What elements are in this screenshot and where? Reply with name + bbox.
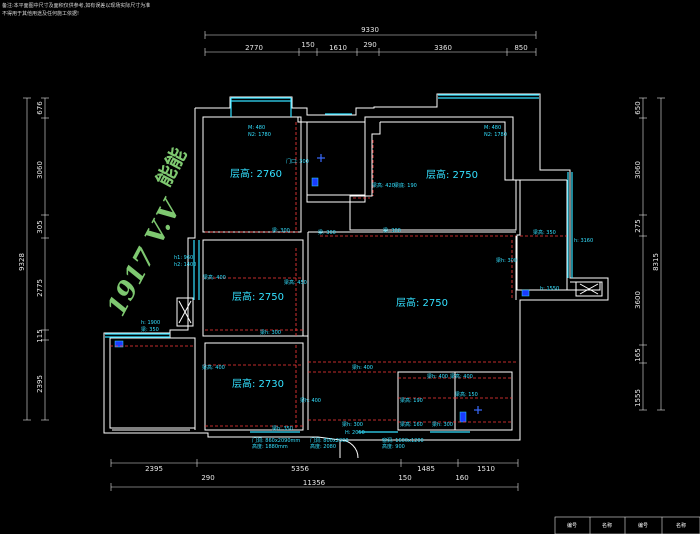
room-label-top-left: 层高: 2760 (230, 167, 282, 180)
right-dim-seg-5: 165 (634, 348, 642, 361)
beam-label: 梁高: 160 (400, 421, 423, 428)
beam-label: 梁底: 190 (394, 182, 417, 189)
right-dim-seg-6: 1555 (634, 389, 642, 407)
beam-label: 梁高: 400 (202, 364, 225, 371)
bottom-dim-seg-3: 1485 (417, 465, 435, 473)
beam-lines (110, 122, 567, 428)
beam-label: 梁h: 300 (496, 257, 517, 264)
left-dim-seg-5: 115 (36, 329, 44, 342)
top-dim-seg-5: 3360 (434, 44, 452, 52)
drawing-note: 备注:本平面图中尺寸及面积仅供参考,如有误差以现场实际尺寸为准 不得用于其他用途… (2, 2, 150, 17)
top-dim-seg-2: 150 (301, 41, 314, 49)
beam-label: M: 480 (484, 125, 501, 131)
beam-label: 梁: 300 (318, 229, 336, 236)
beam-label: h: 3160 (574, 238, 593, 244)
bottom-dim-lower-2: 150 (398, 474, 411, 482)
windows (105, 94, 573, 433)
table-header: 编号 (638, 522, 648, 529)
beam-label: 梁高: 400 (450, 373, 473, 380)
bottom-dim-lower-1: 290 (201, 474, 214, 482)
beam-label: H: 2050 (345, 430, 365, 436)
beam-labels: M: 480 N2: 1780 M: 480 N2: 1780 门口: 300 … (141, 125, 593, 436)
beam-label: h2: 1400 (174, 262, 196, 268)
beam-label: 梁: 300 (383, 227, 401, 234)
right-dim-seg-2: 3060 (634, 161, 642, 179)
table-header: 编号 (567, 522, 577, 529)
right-dim-overall: 8315 (652, 253, 660, 271)
bottom-dim-seg-1: 2395 (145, 465, 163, 473)
bottom-dim-seg-2: 5356 (291, 465, 309, 473)
bottom-dim-overall: 11356 (303, 479, 326, 487)
beam-label: 梁高: 420 (372, 182, 395, 189)
door-note: 门洞: 860x2090mm (252, 437, 300, 444)
left-dim-seg-4: 2775 (36, 279, 44, 297)
beam-label: 梁高: 350 (533, 229, 556, 236)
note-line-1: 备注:本平面图中尺寸及面积仅供参考,如有误差以现场实际尺寸为准 (2, 2, 150, 9)
door-notes: 门洞: 860x2090mm 高度: 1880mm 门洞: 800x2000 高… (252, 437, 424, 450)
beam-label: 梁高: 190 (400, 397, 423, 404)
bottom-dim-lower-3: 160 (455, 474, 468, 482)
beam-label: 梁: 300 (272, 227, 290, 234)
door-note: 窗洞: 1600x1200 (382, 437, 424, 444)
room-label-center: 层高: 2750 (396, 296, 448, 309)
top-dim-seg-1: 2770 (245, 44, 263, 52)
beam-label: 梁高: 150 (455, 391, 478, 398)
right-dimensions (639, 97, 665, 411)
beam-label: 梁: 350 (141, 326, 159, 333)
marker-crosses (317, 154, 482, 414)
door-note: 高度: 900 (382, 443, 405, 450)
beam-label: h1: 960 (174, 255, 193, 261)
top-dim-seg-6: 850 (514, 44, 527, 52)
beam-label: 梁h: 300 (342, 421, 363, 428)
beam-label: h: 1900 (141, 320, 160, 326)
title-block (554, 516, 700, 534)
room-label-top-right: 层高: 2750 (426, 168, 478, 181)
right-dim-seg-1: 650 (634, 101, 642, 114)
beam-label: h: 1550 (540, 286, 559, 292)
table-header: 名称 (602, 522, 612, 529)
door-note: 高度: 1880mm (252, 443, 288, 450)
beam-label: 梁h: 400 (427, 373, 448, 380)
top-dim-seg-4: 290 (363, 41, 376, 49)
room-label-lower-left: 层高: 2730 (232, 377, 284, 390)
watermark: 1917 V.V 能能 (102, 144, 192, 322)
right-dim-seg-3: 275 (634, 219, 642, 232)
table-header: 名称 (676, 522, 686, 529)
left-dim-seg-3: 305 (36, 220, 44, 233)
beam-label: 梁h: 300 (260, 329, 281, 336)
left-dim-seg-6: 2395 (36, 375, 44, 393)
bottom-dim-seg-4: 1510 (477, 465, 495, 473)
left-dim-seg-2: 3060 (36, 161, 44, 179)
note-line-2: 不得用于其他用途及任何施工依据! (2, 10, 79, 17)
top-dimensions (204, 31, 537, 56)
door-note: 高度: 2080 (310, 443, 336, 450)
beam-label: 门口: 300 (286, 158, 309, 165)
left-dimensions (23, 97, 49, 421)
left-dim-seg-1: 676 (36, 101, 44, 115)
walls (103, 93, 609, 459)
beam-label: 梁h: 300 (432, 421, 453, 428)
beam-label: 梁高: 400 (203, 274, 226, 281)
room-label-mid-left: 层高: 2750 (232, 290, 284, 303)
beam-label: 梁h: 350 (272, 425, 293, 432)
beam-label: 梁h: 400 (300, 397, 321, 404)
beam-label: 梁h: 400 (352, 364, 373, 371)
beam-label: 梁高: 450 (284, 279, 307, 286)
right-dim-seg-4: 3600 (634, 291, 642, 309)
watermark-chars: 能能 (151, 144, 191, 191)
fixtures (114, 177, 530, 423)
bottom-dimensions (110, 459, 519, 491)
beam-label: N2: 1780 (248, 132, 271, 138)
beam-label: N2: 1780 (484, 132, 507, 138)
beam-label: M: 480 (248, 125, 265, 131)
left-dim-overall: 9328 (18, 253, 26, 271)
top-dim-overall: 9330 (361, 26, 379, 34)
door-note: 门洞: 800x2000 (310, 437, 349, 444)
top-dim-seg-3: 1610 (329, 44, 347, 52)
